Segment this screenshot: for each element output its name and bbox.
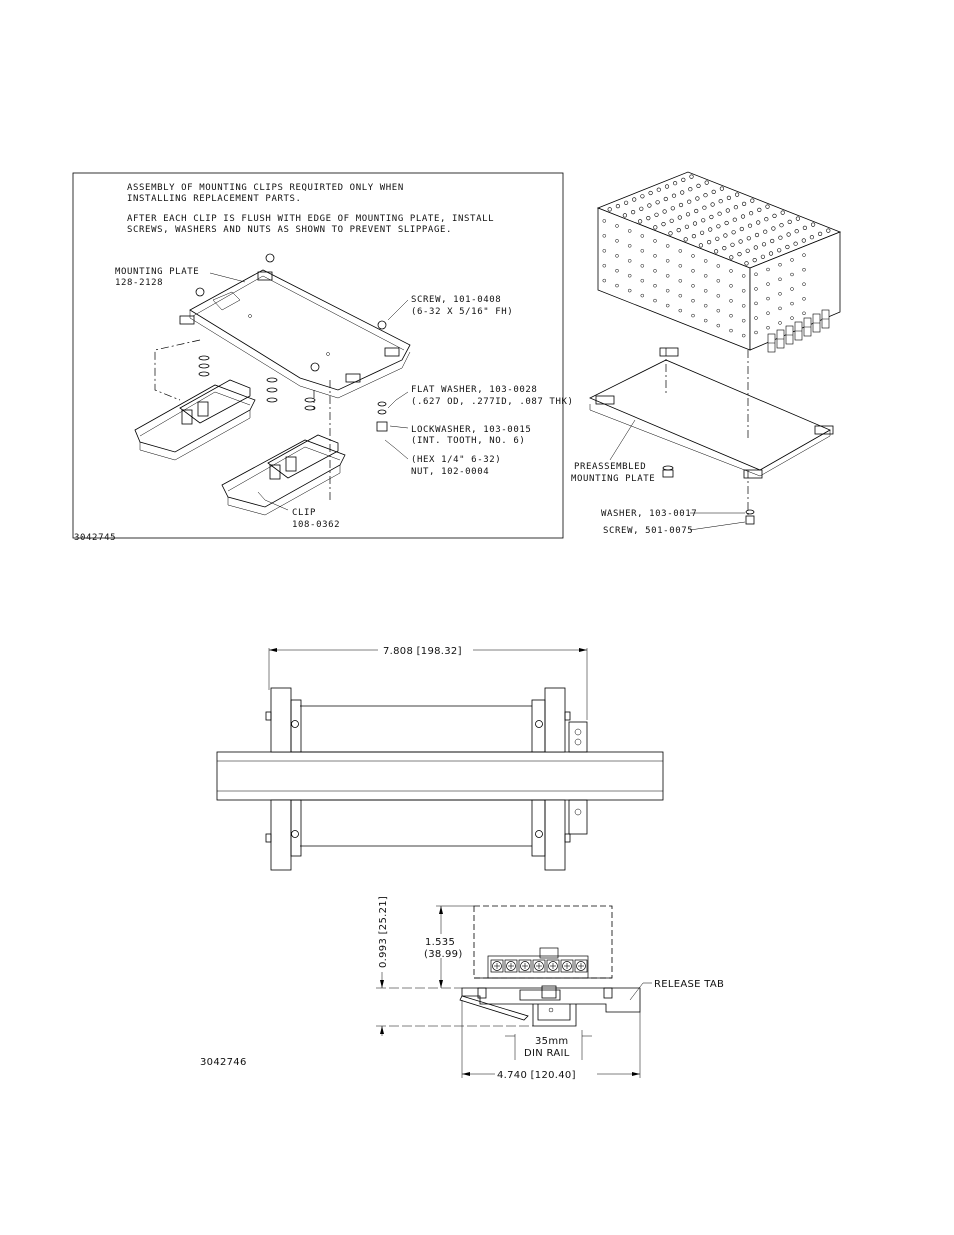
clip-part-number: 108-0362 [292, 520, 340, 530]
drawing-number-1: 3042745 [74, 533, 116, 543]
clip-drawing-1 [134, 379, 256, 461]
release-tab-label: RELEASE TAB [654, 979, 724, 990]
terminal-block [767, 309, 830, 353]
end-view-plate [461, 987, 641, 1013]
mounting-plate-part-number: 128-2128 [115, 278, 163, 288]
height-dimension-2-line-1: 1.535 [425, 937, 455, 948]
flat-washer-spec: (.627 OD, .277ID, .087 THK) [411, 397, 574, 407]
mounting-plate-drawing [179, 253, 411, 399]
hardware-stacks [154, 339, 388, 500]
preassembled-label-line-2: MOUNTING PLATE [571, 474, 655, 484]
clip-drawing-2 [221, 434, 346, 516]
ventilation-holes [602, 174, 831, 338]
assembly-note-line-3: AFTER EACH CLIP IS FLUSH WITH EDGE OF MO… [127, 214, 494, 224]
nut-label: NUT, 102-0004 [411, 467, 489, 477]
din-rail-top [216, 751, 664, 801]
assembly-note-line-1: ASSEMBLY OF MOUNTING CLIPS REQUIRTED ONL… [127, 183, 404, 193]
top-view-clips [265, 687, 588, 871]
mounting-plate-label: MOUNTING PLATE [115, 267, 199, 277]
assembly-note-line-2: INSTALLING REPLACEMENT PARTS. [127, 194, 302, 204]
washer-label: WASHER, 103-0017 [601, 509, 697, 519]
screw-spec: (6-32 X 5/16" FH) [411, 307, 513, 317]
drawing-number-2: 3042746 [200, 1057, 247, 1068]
flat-washer-label: FLAT WASHER, 103-0028 [411, 385, 537, 395]
lockwasher-spec: (INT. TOOTH, NO. 6) [411, 436, 525, 446]
screw-label-2: SCREW, 501-0075 [603, 526, 693, 536]
lockwasher-label: LOCKWASHER, 103-0015 [411, 425, 531, 435]
din-rail-dim-line-1: 35mm [535, 1036, 568, 1047]
assembly-note-line-4: SCREWS, WASHERS AND NUTS AS SHOWN TO PRE… [127, 225, 452, 235]
preassembled-label-line-1: PREASSEMBLED [574, 462, 646, 472]
clip-assembly-figure: ASSEMBLY OF MOUNTING CLIPS REQUIRTED ONL… [72, 172, 574, 543]
din-rail-top-view: 7.808 [198.32] [216, 646, 664, 871]
height-dimension-1: 0.993 [25.21] [378, 896, 389, 968]
power-supply-mounting-figure: PREASSEMBLED MOUNTING PLATE WASHER, 103-… [571, 171, 842, 536]
nut-spec: (HEX 1/4" 6-32) [411, 455, 501, 465]
din-rail-dim-line-2: DIN RAIL [524, 1048, 570, 1059]
din-rail-end-view: 1.535 (38.99) 0.993 [25.21] RELEASE TAB … [200, 896, 724, 1081]
preassembled-plate-drawing [589, 359, 831, 471]
figure-frame [72, 172, 564, 539]
height-dimension-2-line-2: (38.99) [424, 949, 463, 960]
clip-label: CLIP [292, 508, 316, 518]
bottom-width-dimension: 4.740 [120.40] [497, 1070, 576, 1081]
width-dimension: 7.808 [198.32] [383, 646, 462, 657]
screw-label: SCREW, 101-0408 [411, 295, 501, 305]
end-view-terminals [487, 947, 589, 979]
